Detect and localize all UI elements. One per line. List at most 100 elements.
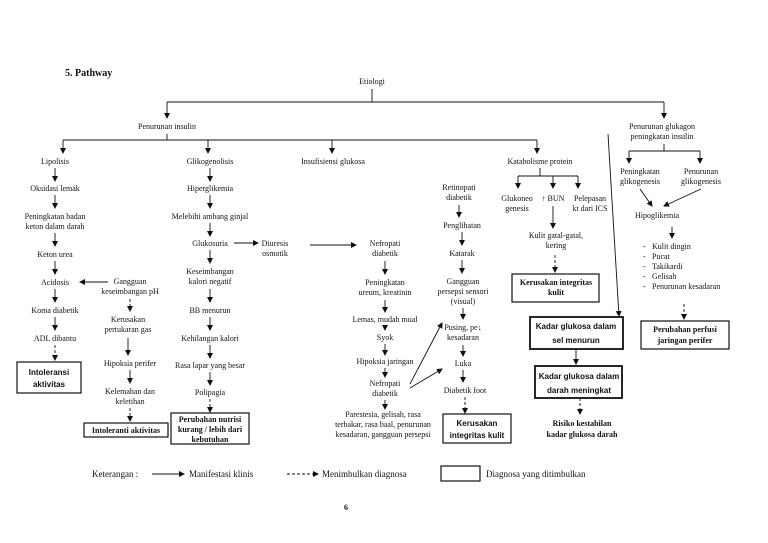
node-retinopati-diabetik: diabetik	[446, 193, 472, 202]
arrow	[409, 322, 443, 385]
node-rasa-lapar: Rasa lapar yang besar	[175, 361, 245, 370]
diagnosis-kerusakan: Kerusakan	[457, 419, 498, 428]
page-number: 6	[344, 503, 348, 512]
symptom-gelisah: Gelisah	[652, 272, 676, 281]
node-penurunan-insulin: Penurunan insulin	[138, 122, 196, 131]
diagnosis-box-intoleranti	[83, 422, 169, 438]
node-keton-darah: keton dalam darah	[25, 222, 84, 231]
node-keseimbangan: Keseimbangan	[186, 267, 234, 276]
node-katabolisme: Katabolisme protein	[507, 157, 572, 166]
node-genesis: genesis	[505, 204, 529, 213]
node-hipoksia-perifer: Hipoksia perifer	[104, 359, 157, 368]
diagnosis-box-perfusi	[640, 320, 730, 350]
node-kerusakan: Kerusakan	[111, 315, 145, 324]
arrow	[607, 133, 622, 317]
node-nefropati-2: Nefropati	[370, 379, 401, 388]
node-acidosis: Acidosis	[41, 278, 69, 287]
node-polipagia: Polipagia	[195, 388, 226, 397]
node-kulit-gatal: Kulit gatal-gatal,	[529, 231, 583, 240]
node-koma: Koma diabetik	[31, 306, 78, 315]
node-kelemahan: Kelemahan dan	[105, 387, 155, 396]
node-oksidasi: Oksidasi lemak	[30, 184, 80, 193]
diagnosis-kerusakan-integritas: Kerusakan integritas	[520, 278, 592, 287]
diagnosis-intoleranti-aktivitas: Intoleranti aktivitas	[92, 426, 160, 435]
node-nefropati-1: Nefropati	[370, 239, 401, 248]
legend-diagnosa: Diagnosa yang ditimbulkan	[486, 469, 586, 479]
node-luka: Luka	[455, 359, 472, 368]
node-kt-ics: kt dari ICS	[572, 204, 607, 213]
symptom-bullet: -	[643, 262, 646, 271]
diagnosis-box-kadar-sel	[529, 316, 624, 350]
arrow	[663, 188, 702, 207]
node-parestesia-3: kesadaran, gangguan persepsi	[335, 430, 431, 439]
diagnosis-box-nutrisi	[170, 412, 250, 445]
diagnosis-kadar-darah-2: darah meningkat	[547, 386, 611, 395]
node-kehilangan: Kehilangan kalori	[181, 334, 239, 343]
node-kesadaran: kesadaran	[447, 333, 479, 342]
node-lipolisis: Lipolisis	[41, 157, 69, 166]
arrow	[639, 188, 653, 207]
symptom-pucat: Pucat	[652, 252, 671, 261]
symptom-bullet: -	[643, 252, 646, 261]
diagnosis-kulit: kulit	[548, 288, 564, 297]
node-glukosuria: Glukosuria	[192, 239, 228, 248]
legend-label: Keterangan :	[92, 469, 138, 479]
symptom-bullet: -	[643, 242, 646, 251]
node-hipoglikemia: Hipoglikemia	[635, 211, 679, 220]
diagnosis-perfusi-2: jaringan perifer	[657, 336, 713, 345]
node-penurunan-glukagon: Penurunan glukagon	[629, 122, 695, 131]
diagnosis-box-kadar-darah	[534, 365, 623, 399]
node-diabetik-2: diabetik	[372, 389, 398, 398]
legend-menimbulkan: Menimbulkan diagnosa	[322, 469, 407, 479]
node-diabetic-foot: Diabetik foot	[444, 386, 487, 395]
diagnosis-perfusi-1: Perubahan perfusi	[653, 325, 718, 334]
node-lemas: Lemas, mudah mual	[352, 315, 418, 324]
node-peningkatan-insulin: peningkatan insulin	[631, 132, 694, 141]
diagnosis-nutrisi-3: kebutuhan	[192, 435, 229, 444]
node-gangguan-persepsi: Gangguan	[447, 277, 480, 286]
diagnosis-nutrisi-2: kurang / lebih dari	[178, 425, 243, 434]
node-peningkatan: Peningkatan	[365, 278, 405, 287]
section-heading: 5. Pathway	[65, 68, 112, 79]
node-risiko-1: Risiko kestabilan	[553, 419, 612, 428]
node-pusing: Pusing, pe↓	[444, 323, 481, 332]
node-diabetik-1: diabetik	[372, 249, 398, 258]
diagnosis-box-kerusakan	[442, 413, 512, 444]
node-insufisiensi: Insufisiensi glukosa	[301, 157, 365, 166]
symptom-bullet: -	[643, 282, 646, 291]
node-kering: kering	[546, 241, 566, 250]
node-risiko-2: kadar glukosa darah	[547, 430, 619, 439]
diagnosis-intoleransi: Intoleransi	[29, 368, 69, 377]
node-kalori-negatif: kalori negatif	[189, 277, 232, 286]
node-penurunan-glikogenesis: Penurunan	[684, 167, 718, 176]
node-katarak: Katarak	[449, 249, 474, 258]
diagnosis-kadar-sel-2: sel menurun	[552, 336, 600, 345]
node-peningkatan-badan: Peningkatan badan	[25, 212, 86, 221]
node-glikogenesis-2: glikogenesis	[681, 177, 721, 186]
node-pelepasan: Pelepasan	[574, 194, 606, 203]
node-glukoneo: Glukoneo	[501, 194, 533, 203]
node-peningkatan-glikogenesis: Peningkatan	[620, 167, 660, 176]
symptom-kulit-dingin: Kulit dingin	[652, 242, 691, 251]
node-melebihi: Melebihi ambang ginjal	[172, 212, 249, 221]
node-hipoksia-jaringan: Hipoksia jaringan	[356, 357, 413, 366]
node-gangguan-ph: Gangguan	[114, 277, 147, 286]
symptom-takikardi: Takikardi	[652, 262, 683, 271]
diagnosis-kadar-sel-1: Kadar glukosa dalam	[536, 322, 616, 331]
node-bb-menurun: BB menurun	[189, 306, 230, 315]
node-retinopati: Retinopati	[442, 183, 476, 192]
node-pertukaran-gas: pertukaran gas	[105, 325, 152, 334]
diagnosis-integritas-kulit: integritas kulit	[450, 431, 505, 440]
legend-manifestasi: Manifestasi klinis	[189, 469, 254, 479]
node-visual: (visual)	[451, 297, 476, 306]
symptom-penurunan-kesadaran: Penurunan kesadaran	[652, 282, 720, 291]
node-bun: ↑ BUN	[542, 194, 565, 203]
node-hiperglikemia: Hiperglikemia	[187, 184, 234, 193]
symptom-bullet: -	[643, 272, 646, 281]
node-ureum-kreatinin: ureum, kreatinin	[359, 288, 412, 297]
node-penglihatan: Penglihatan	[443, 221, 481, 230]
diagnosis-kadar-darah-1: Kadar glukosa dalam	[539, 372, 619, 381]
node-adl: ADL dibantu	[34, 334, 76, 343]
legend-box	[440, 465, 481, 482]
